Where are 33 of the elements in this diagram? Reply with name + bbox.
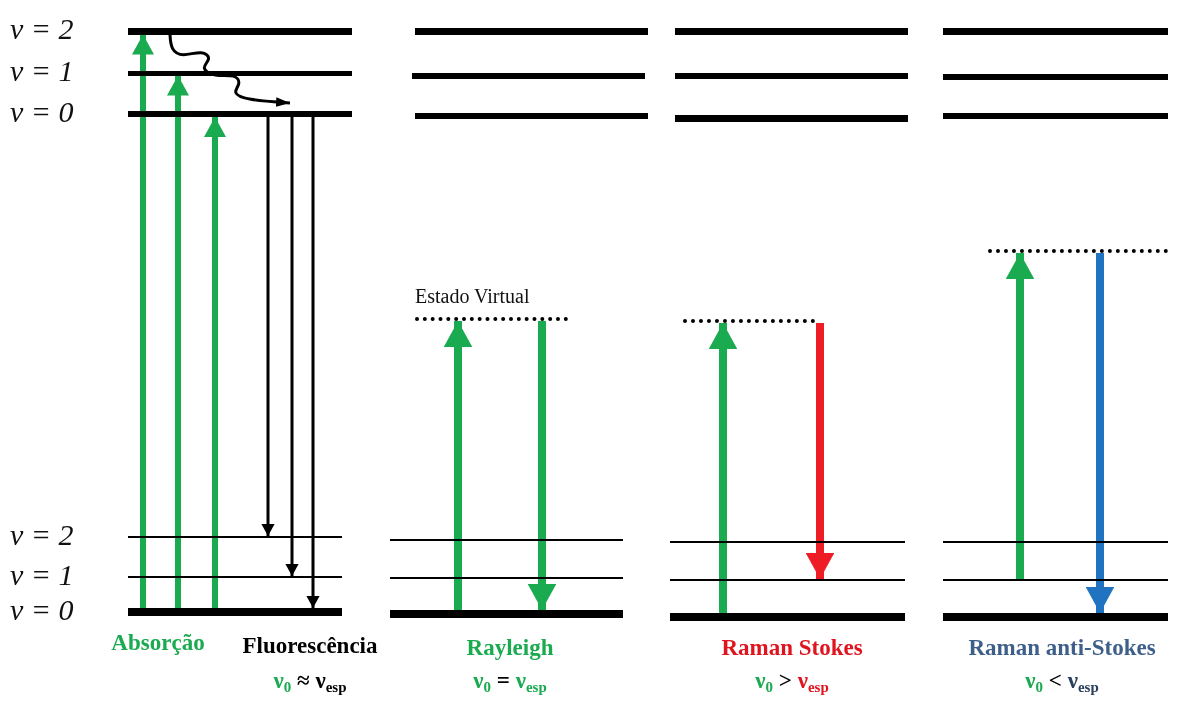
level-label: ν = 2 xyxy=(10,518,74,552)
level-label: ν = 0 xyxy=(10,593,74,627)
energy-level-line xyxy=(943,579,1168,581)
energy-level-line xyxy=(390,539,623,541)
process-label: Absorção xyxy=(111,630,205,656)
formula-label: ν$_{0}$ ≈ ν$_{esp}$ xyxy=(273,668,347,698)
energy-level-line xyxy=(670,541,905,543)
process-label: Raman Stokes xyxy=(721,635,863,661)
formula-label: ν$_{0}$ < ν$_{esp}$ xyxy=(1025,668,1099,698)
virtual-state-line xyxy=(683,319,815,323)
process-label: Rayleigh xyxy=(466,635,554,661)
transition-arrow xyxy=(286,117,298,576)
transition-arrow xyxy=(133,34,153,608)
formula-label: ν$_{0}$ = ν$_{esp}$ xyxy=(473,668,547,698)
virtual-state-line xyxy=(415,317,568,321)
energy-level-line xyxy=(390,577,623,579)
state-label: Estado Virtual xyxy=(415,285,530,307)
formula-label: ν$_{0}$ > ν$_{esp}$ xyxy=(755,668,829,698)
level-label: ν = 0 xyxy=(10,95,74,129)
energy-level-line xyxy=(128,536,342,538)
transition-arrow xyxy=(205,117,225,608)
process-label: Raman anti-Stokes xyxy=(968,635,1156,661)
energy-level-line xyxy=(128,576,342,578)
transition-arrow xyxy=(307,117,319,608)
energy-level-line xyxy=(943,541,1168,543)
virtual-state-line xyxy=(988,249,1168,253)
level-label: ν = 2 xyxy=(10,12,74,46)
level-label: ν = 1 xyxy=(10,558,74,592)
energy-level-line xyxy=(670,579,905,581)
process-label: Fluorescência xyxy=(242,633,378,659)
transition-arrow xyxy=(168,75,188,608)
transition-arrow xyxy=(262,117,274,536)
level-label: ν = 1 xyxy=(10,54,74,88)
